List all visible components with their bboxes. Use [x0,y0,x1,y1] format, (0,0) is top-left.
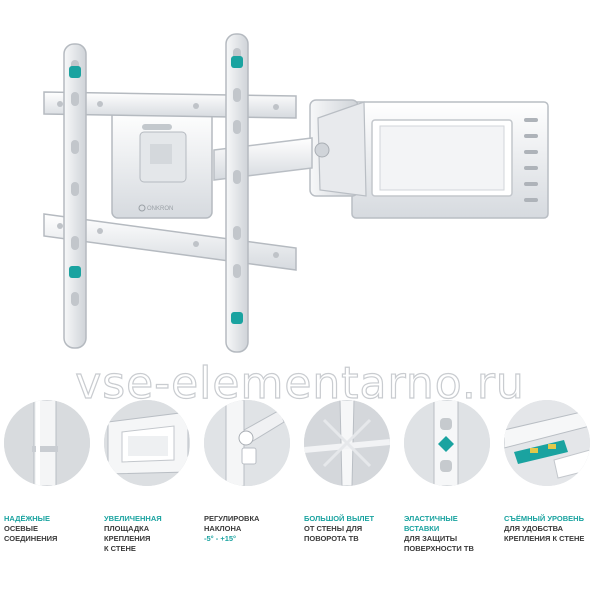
feature-title: УВЕЛИЧЕННАЯ [104,514,162,523]
feature-image-wall-plate [104,400,190,486]
feature-image-tilt-adjust [204,400,290,486]
feature-wall-extension: БОЛЬШОЙ ВЫЛЕТ ОТ СТЕНЫ ДЛЯ ПОВОРОТА ТВ [300,400,400,544]
feature-desc-line: ОТ СТЕНЫ ДЛЯ [304,524,363,533]
feature-image-elastic-inserts [404,400,490,486]
feature-title: БОЛЬШОЙ ВЫЛЕТ [304,514,375,523]
feature-desc-line: СОЕДИНЕНИЯ [4,534,58,543]
feature-desc-line: ОСЕВЫЕ [4,524,39,533]
feature-desc-line: КРЕПЛЕНИЯ [104,534,151,543]
feature-image-wall-extension [304,400,390,486]
feature-title-line2: ВСТАВКИ [404,524,440,533]
brand-mark: ONKRON [147,206,173,212]
feature-desc-line: НАКЛОНА [204,524,242,533]
wall-plate [351,101,549,219]
feature-desc-line: ДЛЯ УДОБСТВА [504,524,564,533]
tv-adapter-plate: ONKRON [111,109,213,219]
feature-image-axial-joints [4,400,90,486]
vertical-brackets [63,33,249,353]
feature-tilt-adjust: РЕГУЛИРОВКА НАКЛОНА -5° - +15° [200,400,300,544]
feature-elastic-inserts: ЭЛАСТИЧНЫЕ ВСТАВКИ ДЛЯ ЗАЩИТЫ ПОВЕРХНОСТ… [400,400,500,554]
feature-wall-plate: УВЕЛИЧЕННАЯ ПЛОЩАДКА КРЕПЛЕНИЯ К СТЕНЕ [100,400,200,554]
feature-axial-joints: НАДЁЖНЫЕ ОСЕВЫЕ СОЕДИНЕНИЯ [0,400,100,544]
elastic-inserts [69,56,243,324]
feature-title: НАДЁЖНЫЕ [4,514,51,523]
feature-desc-line: К СТЕНЕ [104,544,136,553]
tv-mount-product-image: ONKRON [43,33,549,353]
tilt-range: -5° - +15° [204,534,237,543]
feature-title: ЭЛАСТИЧНЫЕ [404,514,458,523]
feature-title: СЪЁМНЫЙ УРОВЕНЬ [504,514,584,523]
feature-removable-level: СЪЁМНЫЙ УРОВЕНЬ ДЛЯ УДОБСТВА КРЕПЛЕНИЯ К… [500,400,600,544]
feature-desc-line: КРЕПЛЕНИЯ К СТЕНЕ [504,534,585,543]
feature-image-removable-level [504,400,590,486]
feature-desc-line: ПЛОЩАДКА [104,524,150,533]
feature-desc-line: ДЛЯ ЗАЩИТЫ [404,534,458,543]
feature-desc-line: ПОВЕРХНОСТИ ТВ [404,544,474,553]
feature-desc-line: ПОВОРОТА ТВ [304,534,359,543]
feature-desc-line: РЕГУЛИРОВКА [204,514,260,523]
features-row: НАДЁЖНЫЕ ОСЕВЫЕ СОЕДИНЕНИЯ УВЕЛИЧЕННАЯ П… [0,400,600,600]
